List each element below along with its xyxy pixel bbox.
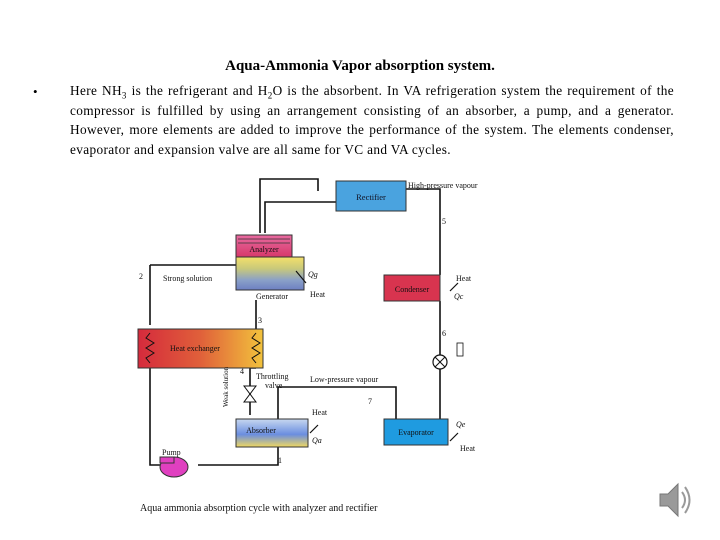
- bullet-paragraph: Here NH3 is the refrigerant and H2O is t…: [70, 81, 674, 159]
- generator-heat-arrow: [295, 270, 307, 284]
- evaporator-heat-arrow: [449, 432, 459, 442]
- evaporator: [383, 418, 449, 446]
- absorber: [235, 418, 309, 448]
- throttling-valve-label-1: Throttling: [256, 372, 288, 381]
- state-point-7: 7: [368, 397, 372, 406]
- q-c-label: Qc: [454, 292, 464, 301]
- condenser-label: Condenser: [395, 285, 430, 294]
- generator: [235, 256, 305, 291]
- condenser-heat-arrow: [449, 282, 459, 292]
- q-a-label: Qa: [312, 436, 322, 445]
- state-point-4: 4: [240, 367, 244, 376]
- diagram-caption: Aqua ammonia absorption cycle with analy…: [140, 503, 378, 514]
- slide-title: Aqua-Ammonia Vapor absorption system.: [225, 58, 495, 74]
- condenser: [383, 274, 441, 302]
- bullet-subscript: 2: [267, 90, 273, 101]
- bullet-text-part: Here NH: [70, 83, 122, 98]
- low-pressure-vapour-label: Low-pressure vapour: [310, 375, 379, 384]
- bullet-text-part: is the refrigerant and H: [126, 83, 268, 98]
- absorber-heat-arrow: [309, 424, 319, 434]
- state-point-6: 6: [442, 329, 446, 338]
- state-point-5: 5: [442, 217, 446, 226]
- heat-exchanger: [137, 328, 264, 369]
- hx-coil-left: [145, 332, 155, 364]
- condenser-heat-label: Heat: [456, 274, 472, 283]
- q-e-label: Qe: [456, 420, 466, 429]
- absorber-heat-label: Heat: [312, 408, 328, 417]
- state-point-3: 3: [258, 316, 262, 325]
- speaker-icon[interactable]: [656, 478, 696, 522]
- state-point-1: 1: [278, 456, 282, 465]
- rectifier: [335, 180, 407, 212]
- pump-label: Pump: [162, 448, 181, 457]
- analyzer-trays: [238, 238, 290, 244]
- pump-outlet: [159, 456, 175, 464]
- absorber-label: Absorber: [246, 426, 276, 435]
- weak-solution-label: Weak solution: [222, 366, 230, 407]
- bullet-text-part: O is the absorbent. In VA refrigeration …: [70, 83, 674, 157]
- analyzer-label: Analyzer: [249, 245, 279, 254]
- bullet-symbol: •: [33, 84, 38, 99]
- q-g-label: Qg: [308, 270, 318, 279]
- throttling-valve-top: [243, 385, 257, 395]
- absorption-cycle-diagram: Rectifier High-pressure vapour Analyzer …: [137, 178, 478, 514]
- high-pressure-vapour-label: High-pressure vapour: [408, 181, 478, 190]
- gauge-icon: [456, 342, 464, 357]
- evaporator-label: Evaporator: [398, 428, 434, 437]
- bullet-subscript: 3: [121, 90, 127, 101]
- throttling-valve-bottom: [243, 393, 257, 403]
- expansion-valve-x2: [434, 356, 446, 368]
- generator-label: Generator: [256, 292, 288, 301]
- evaporator-heat-label: Heat: [460, 444, 476, 453]
- generator-heat-label: Heat: [310, 290, 326, 299]
- heat-exchanger-label: Heat exchanger: [170, 344, 220, 353]
- hx-coil-right: [251, 332, 261, 364]
- state-point-2: 2: [139, 272, 143, 281]
- throttling-valve-label-2: valve: [265, 381, 283, 390]
- strong-solution-label: Strong solution: [163, 274, 212, 283]
- rectifier-label: Rectifier: [356, 192, 386, 202]
